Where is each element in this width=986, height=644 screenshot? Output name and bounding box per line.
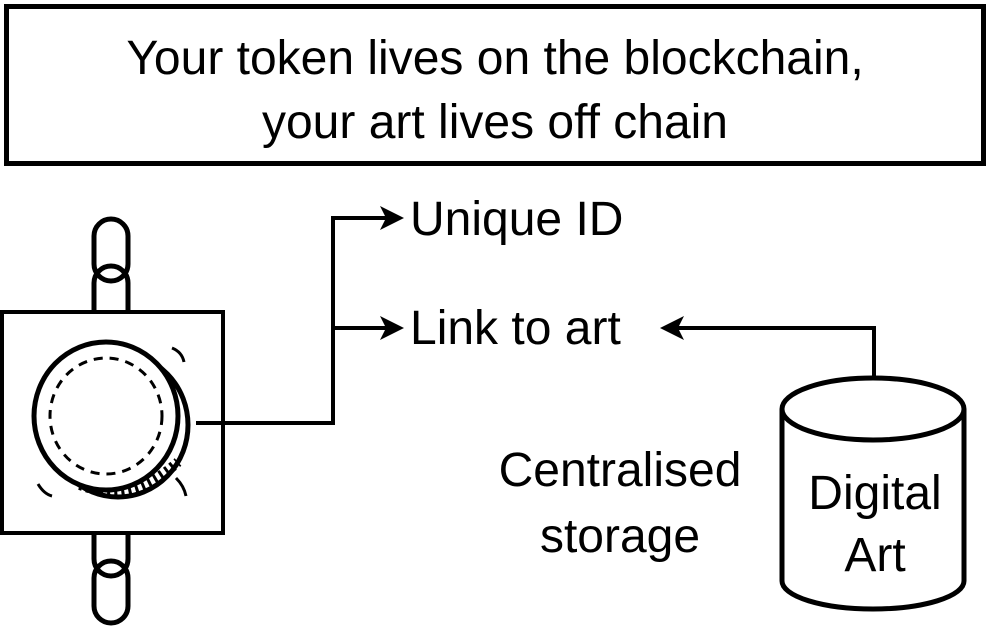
connector-token-to-unique-id [196,206,404,425]
title-line-1: Your token lives on the blockchain, [126,32,864,85]
storage-caption-line-2: storage [539,510,701,563]
coin-icon [31,339,191,500]
title-line-2: your art lives off chain [261,96,728,149]
unique-id-label: Unique ID [410,193,624,246]
storage-caption-line-1: Centralised [498,444,742,497]
database-label: Digital Art [784,463,966,587]
database-label-line-1: Digital [808,467,942,520]
storage-caption: Centralised storage [470,438,770,570]
connector-art-to-link [660,316,876,378]
database-label-line-2: Art [844,529,906,582]
title-box: Your token lives on the blockchain, your… [4,4,986,166]
database-icon [779,375,967,612]
link-to-art-label: Link to art [410,302,621,355]
